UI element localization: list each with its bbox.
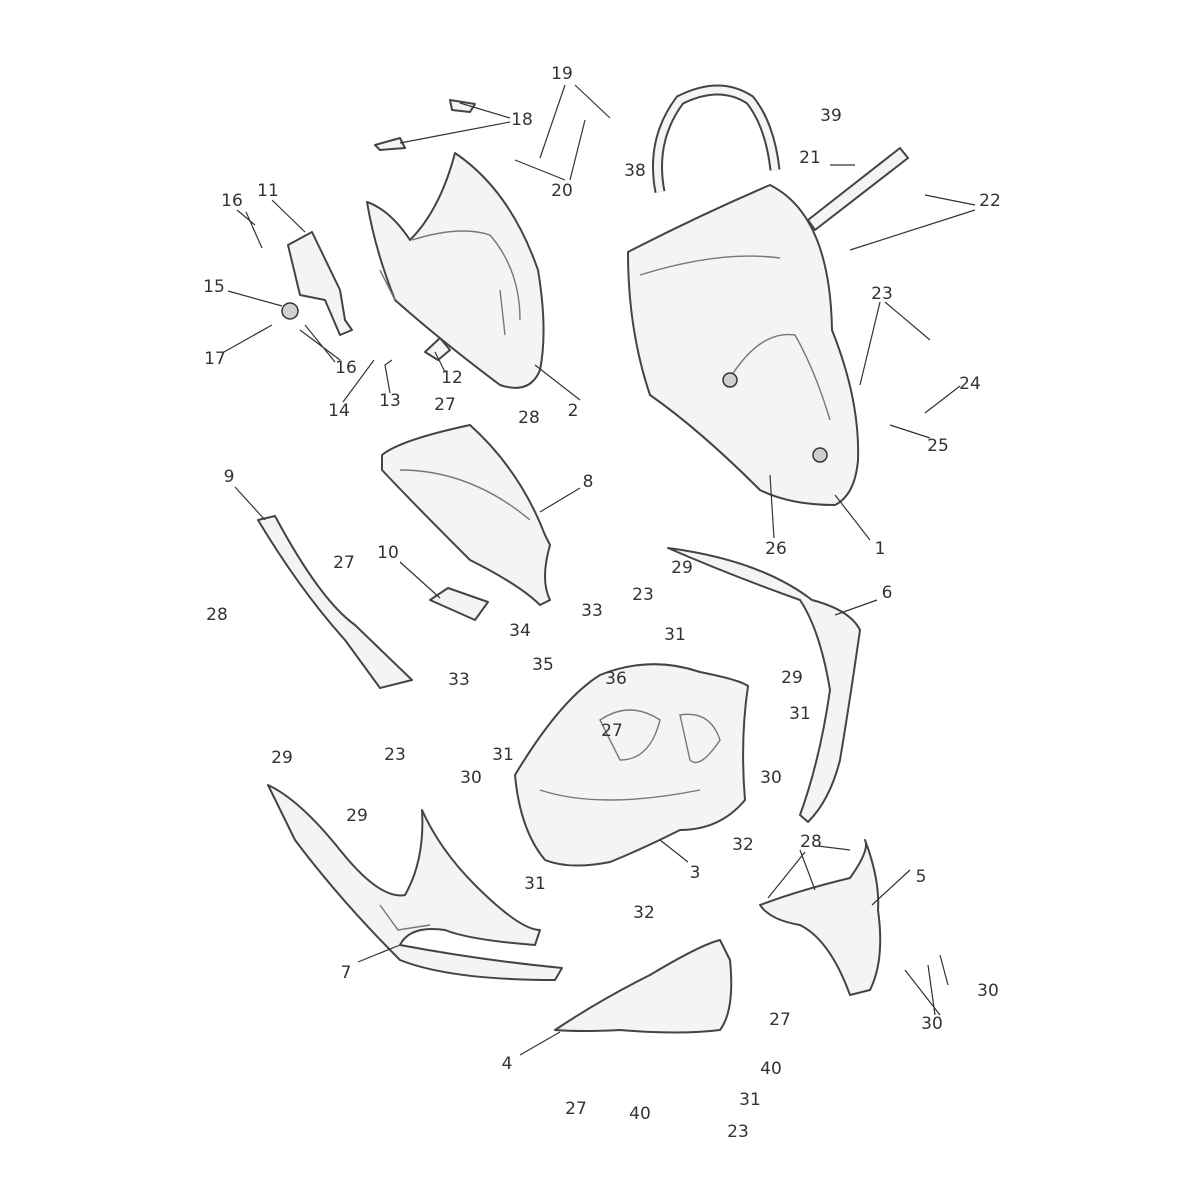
- callout-label: 31: [664, 625, 686, 645]
- callout-label: 40: [629, 1104, 651, 1124]
- callout-label: 15: [203, 277, 225, 297]
- callout-label: 23: [871, 284, 893, 304]
- callout-label: 32: [732, 835, 754, 855]
- callout-label: 27: [601, 721, 623, 741]
- callout-label: 20: [551, 181, 573, 201]
- part-bracket[interactable]: [287, 231, 353, 336]
- callout-label: 14: [328, 401, 350, 421]
- callout-label: 31: [524, 874, 546, 894]
- callout-label: 16: [221, 191, 243, 211]
- callout-label: 9: [224, 467, 235, 487]
- callout-label: 6: [882, 583, 893, 603]
- part-cover[interactable]: [429, 587, 489, 621]
- callout-label: 23: [632, 585, 654, 605]
- callout-label: 11: [257, 181, 279, 201]
- callout-label: 4: [502, 1054, 513, 1074]
- callout-label: 29: [671, 558, 693, 578]
- callout-label: 28: [518, 408, 540, 428]
- part-right-fairing[interactable]: [667, 547, 861, 823]
- callout-label: 23: [384, 745, 406, 765]
- callout-label: 27: [565, 1099, 587, 1119]
- part-lower-left-panel[interactable]: [267, 784, 563, 981]
- callout-label: 27: [434, 395, 456, 415]
- callout-label: 27: [769, 1010, 791, 1030]
- part-side-panel[interactable]: [381, 424, 551, 606]
- part-plate[interactable]: [807, 147, 909, 231]
- callout-label: 33: [581, 601, 603, 621]
- callout-label: 23: [727, 1122, 749, 1142]
- callout-label: 28: [206, 605, 228, 625]
- callout-label: 30: [460, 768, 482, 788]
- callout-label: 29: [271, 748, 293, 768]
- leader-lines: [223, 84, 976, 1056]
- callout-label: 10: [377, 543, 399, 563]
- callout-label: 34: [509, 621, 531, 641]
- callout-label: 29: [346, 806, 368, 826]
- callout-label: 31: [492, 745, 514, 765]
- callout-label: 24: [959, 374, 981, 394]
- callout-label: 30: [760, 768, 782, 788]
- callout-label: 30: [977, 981, 999, 1001]
- part-trim-strip[interactable]: [257, 515, 413, 689]
- part-belly-pan[interactable]: [554, 939, 733, 1034]
- callout-label: 39: [820, 106, 842, 126]
- callout-label: 33: [448, 670, 470, 690]
- callout-label: 7: [341, 963, 352, 983]
- callout-label: 35: [532, 655, 554, 675]
- callout-label: 29: [781, 668, 803, 688]
- callout-label: 40: [760, 1059, 782, 1079]
- part-lower-center[interactable]: [759, 839, 882, 996]
- callout-label: 30: [921, 1014, 943, 1034]
- part-screen[interactable]: [627, 184, 860, 506]
- callout-label: 2: [568, 401, 579, 421]
- callout-label: 31: [739, 1090, 761, 1110]
- callout-label: 16: [335, 358, 357, 378]
- callout-label: 36: [605, 669, 627, 689]
- callout-label: 3: [690, 863, 701, 883]
- callout-label: 25: [927, 436, 949, 456]
- part-upper-fairing[interactable]: [366, 152, 545, 389]
- part-headlight-frame[interactable]: [514, 663, 749, 867]
- callout-label: 18: [511, 110, 533, 130]
- callout-label: 27: [333, 553, 355, 573]
- callout-label: 26: [765, 539, 787, 559]
- callout-label: 32: [633, 903, 655, 923]
- callout-label: 28: [800, 832, 822, 852]
- callout-label: 31: [789, 704, 811, 724]
- callout-label: 12: [441, 368, 463, 388]
- callout-label: 13: [379, 391, 401, 411]
- callout-label: 38: [624, 161, 646, 181]
- callout-label: 21: [799, 148, 821, 168]
- callout-label: 8: [583, 472, 594, 492]
- callout-label: 19: [551, 64, 573, 84]
- callout-label: 22: [979, 191, 1001, 211]
- callout-label: 5: [916, 867, 927, 887]
- callout-label: 1: [875, 539, 886, 559]
- callout-label: 17: [204, 349, 226, 369]
